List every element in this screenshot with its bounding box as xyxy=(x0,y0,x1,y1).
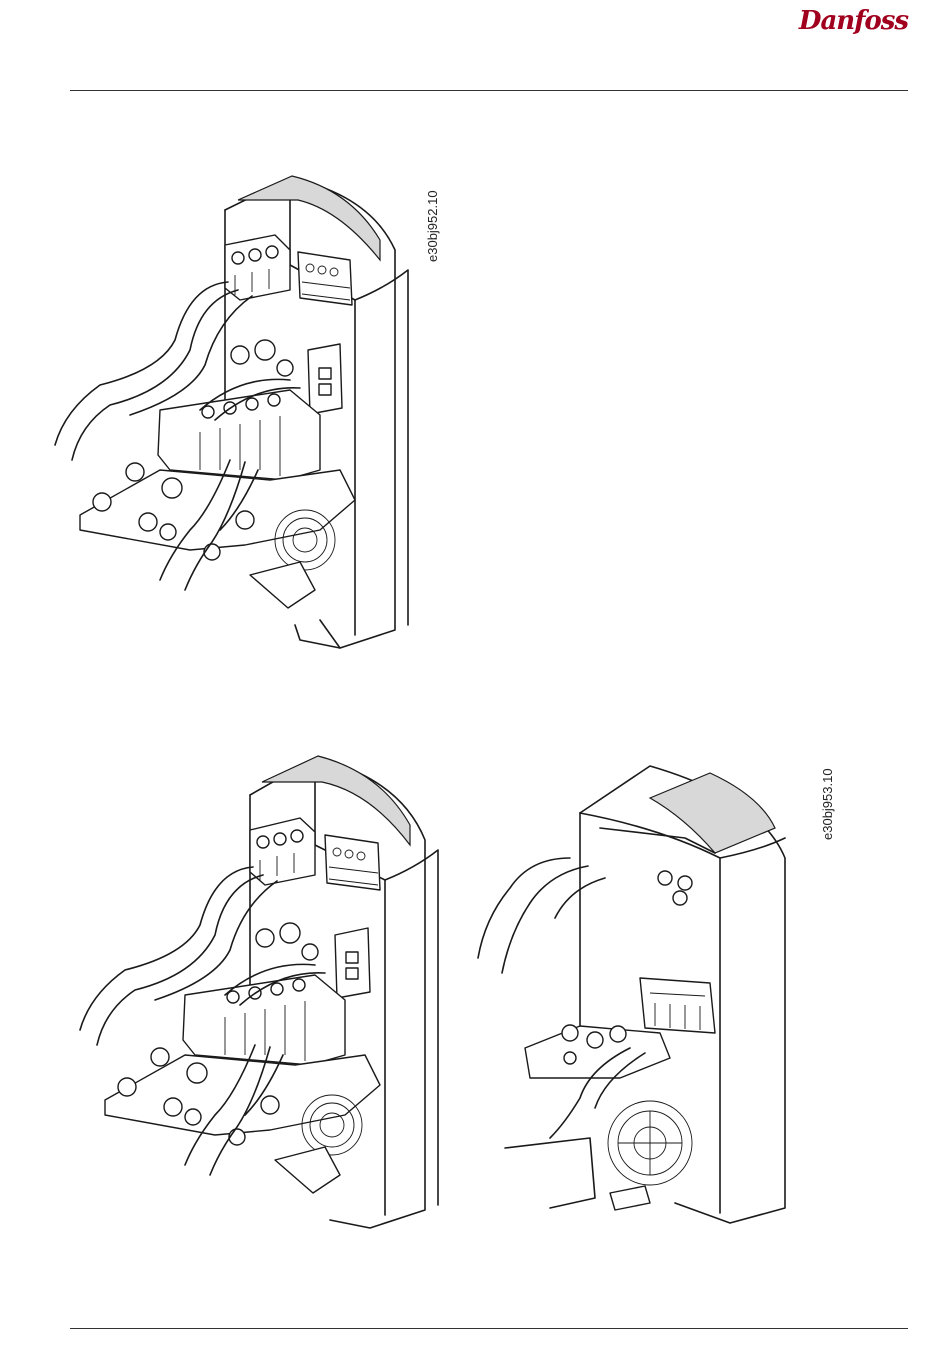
danfoss-logo: Danfoss xyxy=(799,6,908,36)
footer-rule xyxy=(70,1328,908,1329)
drive-wiring-illustration xyxy=(470,758,830,1230)
drive-wiring-illustration xyxy=(40,170,430,660)
header-rule xyxy=(70,90,908,91)
drive-wiring-illustration xyxy=(60,750,450,1240)
